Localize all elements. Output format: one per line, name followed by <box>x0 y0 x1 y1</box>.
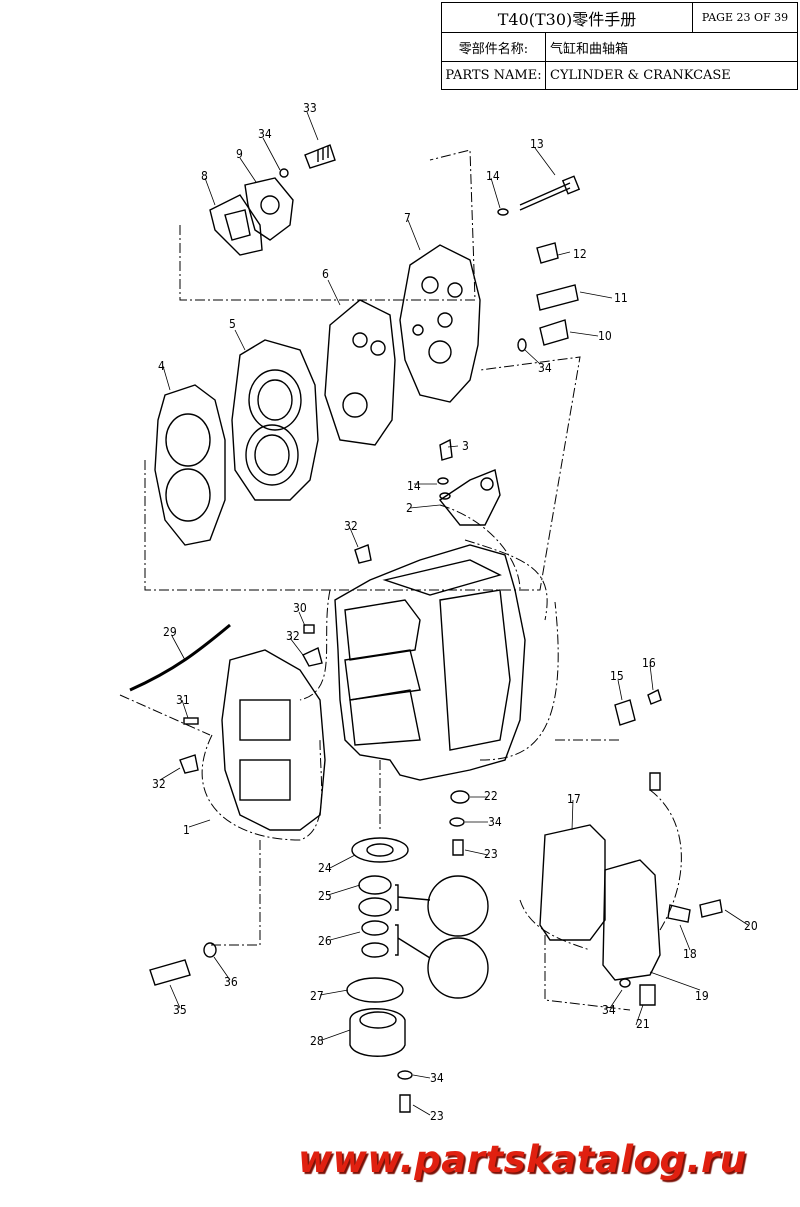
callout-label: 32 <box>286 629 300 643</box>
callout-label: 22 <box>484 789 498 803</box>
callout-label: 33 <box>303 101 317 115</box>
callout-label: 1 <box>183 823 190 837</box>
page-number: PAGE 23 OF 39 <box>701 11 789 24</box>
callout-label: 9 <box>236 147 243 161</box>
callout-label: 12 <box>573 247 587 261</box>
callout-label: 17 <box>567 792 581 806</box>
callout-label: 2 <box>406 501 413 515</box>
callout-label: 23 <box>484 847 498 861</box>
callout-label: 15 <box>610 669 624 683</box>
callout-label: 30 <box>293 601 307 615</box>
callout-label: 36 <box>224 975 238 989</box>
callout-label: 3 <box>462 439 469 453</box>
parts-name-label-cn: 零部件名称: <box>442 33 546 61</box>
callout-label: 31 <box>176 693 190 707</box>
callout-label: 7 <box>404 211 411 225</box>
callout-label: 14 <box>407 479 421 493</box>
callout-label: 34 <box>538 361 552 375</box>
callout-label: 26 <box>318 934 332 948</box>
callout-label: 4 <box>158 359 165 373</box>
callout-label: 25 <box>318 889 332 903</box>
callout-label: 5 <box>229 317 236 331</box>
callout-label: 14 <box>486 169 500 183</box>
model-title: T40(T30)零件手册 <box>442 3 693 32</box>
callout-label: 11 <box>614 291 628 305</box>
callout-label: 34 <box>602 1003 616 1017</box>
callout-label: 18 <box>683 947 697 961</box>
callout-label: 32 <box>152 777 166 791</box>
callout-labels: 33 34 9 8 13 14 7 12 11 10 34 6 5 4 3 14… <box>152 101 758 1123</box>
callout-label: 24 <box>318 861 332 875</box>
callout-label: 8 <box>201 169 208 183</box>
callout-label: 23 <box>430 1109 444 1123</box>
watermark-text: www.partskatalog.ru <box>298 1138 747 1181</box>
callout-label: 27 <box>310 989 324 1003</box>
callout-label: 19 <box>695 989 709 1003</box>
callout-label: 34 <box>430 1071 444 1085</box>
callout-label: 16 <box>642 656 656 670</box>
parts-name-value-cn: 气缸和曲轴箱 <box>550 41 629 57</box>
callout-label: 32 <box>344 519 358 533</box>
callout-label: 6 <box>322 267 329 281</box>
callout-label: 21 <box>636 1017 650 1031</box>
parts-name-label-en: PARTS NAME: <box>442 62 546 89</box>
callout-label: 13 <box>530 137 544 151</box>
callout-label: 10 <box>598 329 612 343</box>
title-block: T40(T30)零件手册 PAGE 23 OF 39 零部件名称: 气缸和曲轴箱… <box>441 2 798 90</box>
callout-label: 35 <box>173 1003 187 1017</box>
callout-label: 29 <box>163 625 177 639</box>
callout-label: 34 <box>488 815 502 829</box>
parts-name-value-en: CYLINDER & CRANKCASE <box>550 68 731 83</box>
callout-label: 28 <box>310 1034 324 1048</box>
callout-label: 20 <box>744 919 758 933</box>
callout-label: 34 <box>258 127 272 141</box>
